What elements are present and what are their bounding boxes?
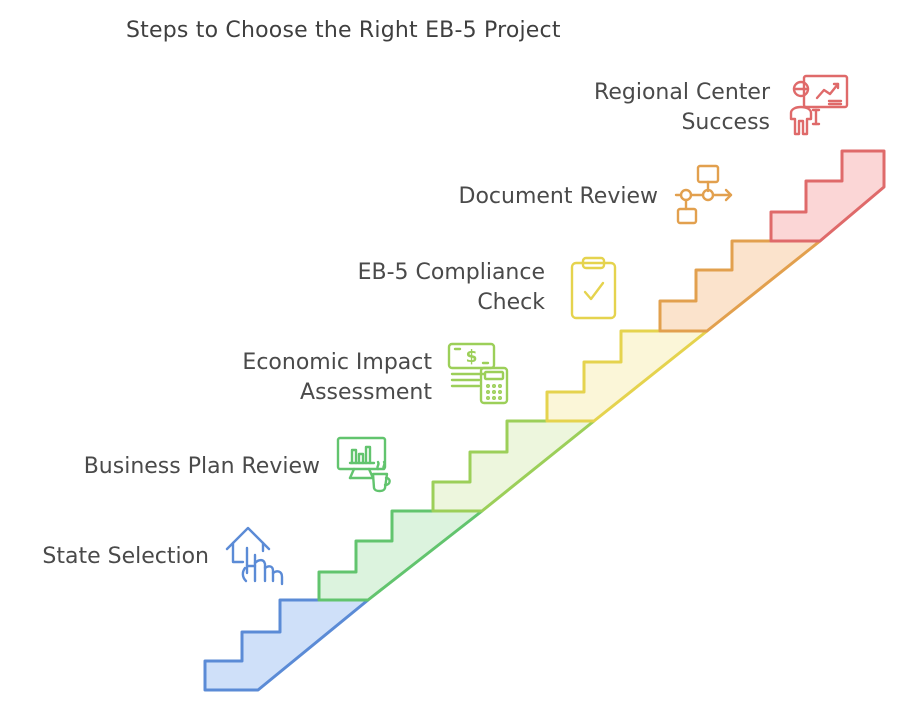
- step-5: [658, 239, 822, 333]
- compliance-label-line-1: EB-5 Compliance: [357, 260, 545, 285]
- svg-text:$: $: [466, 347, 478, 367]
- diagram-title: Steps to Choose the Right EB-5 Project: [126, 18, 561, 43]
- presenter-chart-icon: [789, 74, 849, 136]
- step-label-document-review: Document Review: [458, 184, 658, 209]
- step-3: [431, 419, 596, 513]
- economic-impact-label-line-2: Assessment: [300, 380, 432, 405]
- checklist-clipboard-icon: [570, 256, 617, 320]
- step-label-state-selection: State Selection: [42, 544, 209, 569]
- presentation-coffee-icon: [336, 436, 391, 493]
- regional-label-line-1: Regional Center: [594, 80, 770, 105]
- step-1: [203, 598, 370, 692]
- step-label-eb5-compliance-check: EB-5 Compliance Check: [358, 258, 545, 318]
- cash-calculator-icon: $: [447, 342, 509, 405]
- step-6: [769, 149, 886, 243]
- step-label-business-plan-review: Business Plan Review: [83, 454, 320, 479]
- economic-impact-label-line-1: Economic Impact: [242, 350, 432, 375]
- step-2: [317, 509, 484, 602]
- regional-label-line-2: Success: [681, 110, 770, 135]
- workflow-diagram-icon: [674, 164, 733, 225]
- hand-pointing-house-icon: [225, 526, 284, 586]
- step-label-regional-center-success: Regional Center Success: [594, 78, 770, 138]
- step-4: [545, 329, 709, 423]
- step-label-economic-impact-assessment: Economic Impact Assessment: [242, 348, 432, 408]
- compliance-label-line-2: Check: [477, 290, 545, 315]
